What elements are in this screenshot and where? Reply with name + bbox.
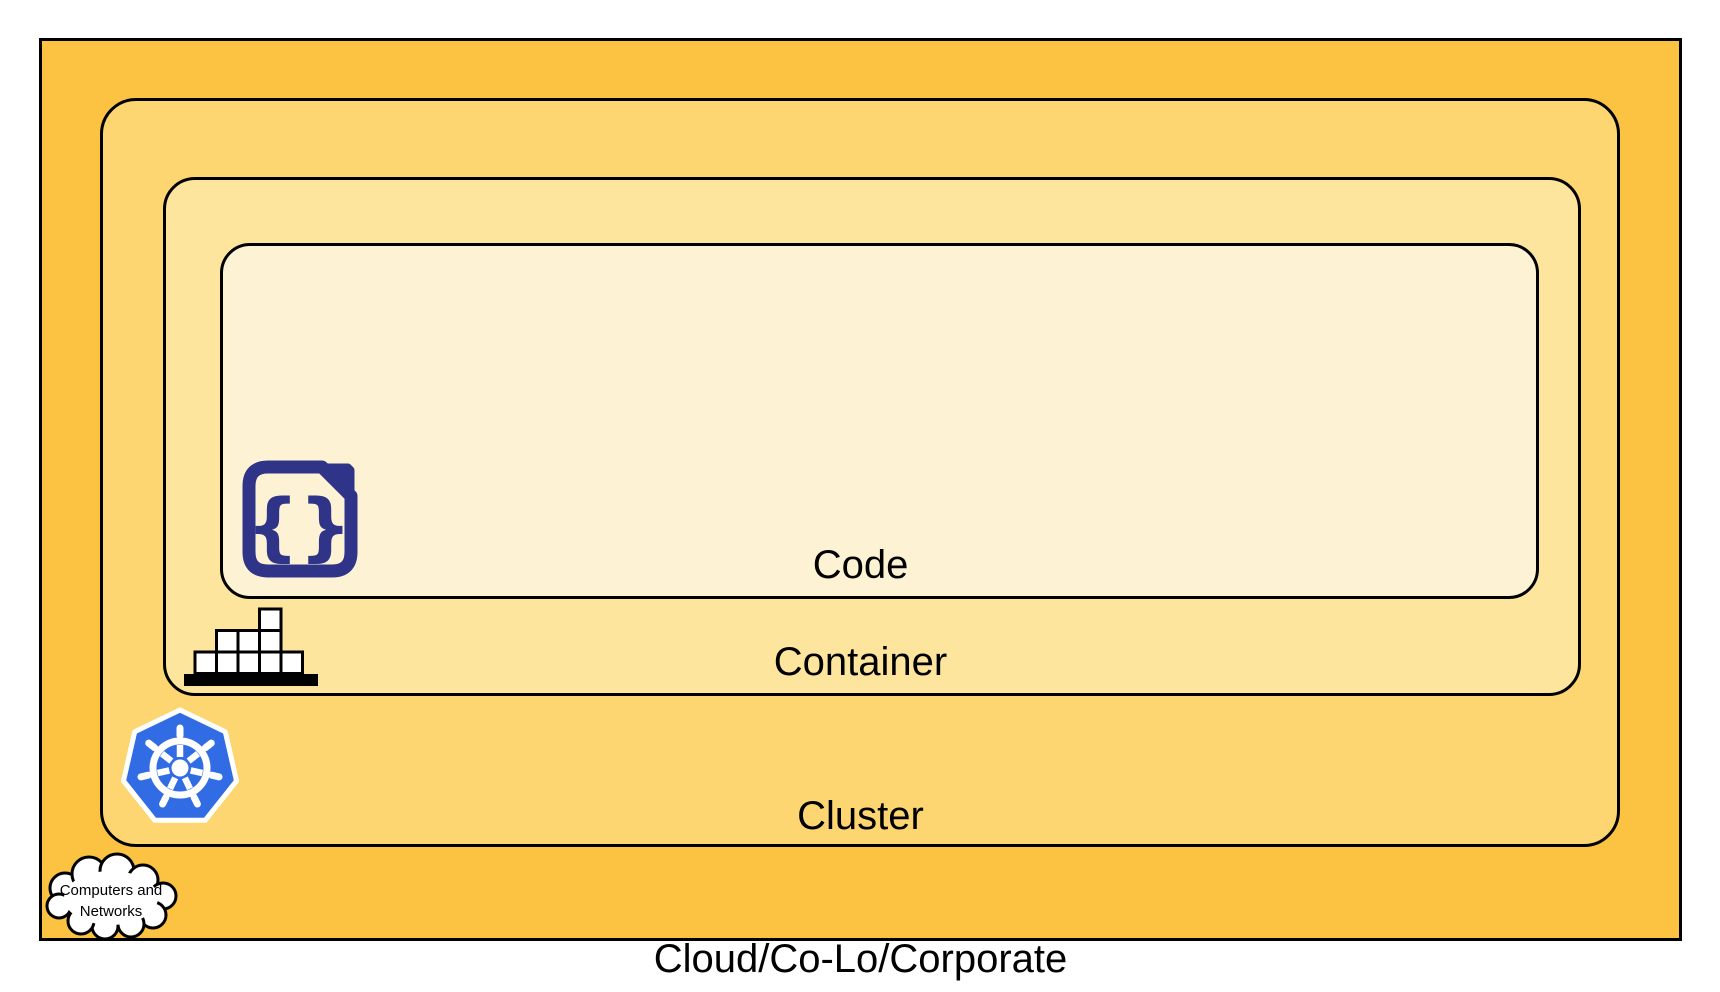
cloud-text-line2: Networks — [80, 903, 143, 920]
computers-networks-cloud-icon: Computers and Networks — [45, 852, 178, 941]
kubernetes-icon — [121, 707, 239, 823]
container-box — [236, 650, 261, 675]
wheel-spokes — [156, 745, 204, 791]
wheel-ring — [149, 737, 211, 799]
datacenter-label: Cloud/Co-Lo/Corporate Datacenter — [39, 867, 1682, 992]
code-file-fold — [318, 463, 355, 500]
container-box — [279, 650, 304, 675]
container-box — [258, 607, 283, 632]
container-box — [258, 650, 283, 675]
wheel-hub — [171, 759, 189, 777]
code-file-outline — [242, 460, 358, 578]
code-file-icon: {} — [242, 460, 358, 578]
cloud-body — [64, 871, 158, 925]
kubernetes-wheel — [137, 724, 223, 808]
container-label: Container — [773, 640, 948, 684]
cloud-text-line1: Computers and — [60, 882, 163, 899]
datacenter-label-line1: Cloud/Co-Lo/Corporate — [653, 937, 1068, 981]
container-stack-icon — [184, 607, 318, 686]
container-box — [193, 650, 218, 675]
container-box — [215, 650, 240, 675]
wheel-handles — [137, 724, 223, 808]
container-pallet-bar — [184, 674, 318, 686]
code-label: Code — [812, 543, 909, 587]
container-box — [258, 629, 283, 654]
code-file-braces: {} — [246, 484, 351, 570]
cluster-label: Cluster — [797, 794, 924, 838]
layer-code — [220, 243, 1539, 599]
container-box — [215, 629, 240, 654]
container-box — [236, 629, 261, 654]
